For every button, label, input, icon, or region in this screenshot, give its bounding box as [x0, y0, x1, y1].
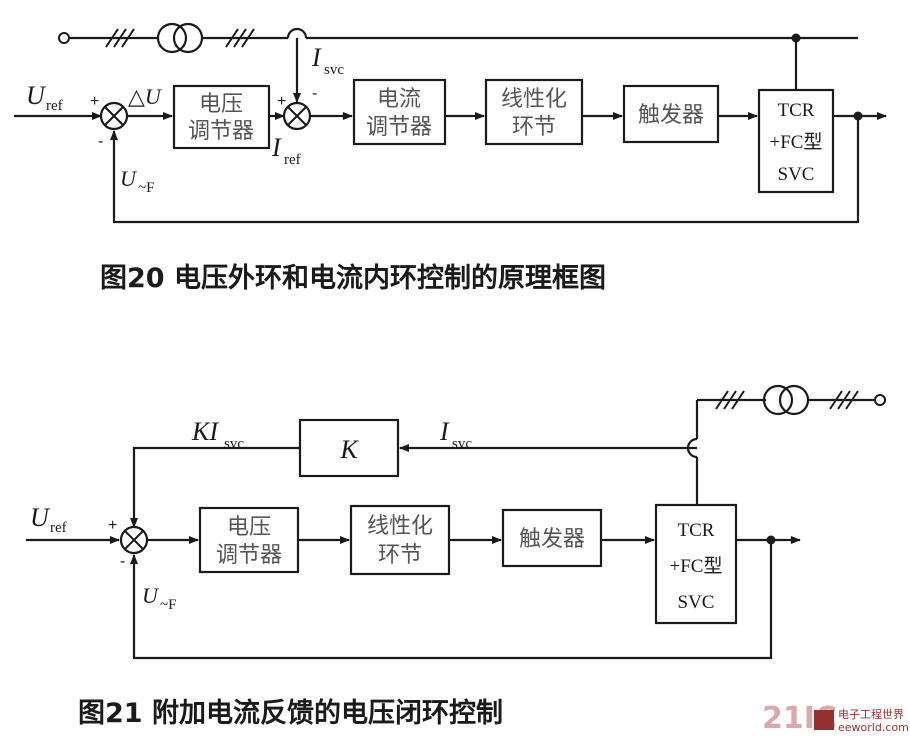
gain-k-label: K — [339, 435, 359, 464]
i-ref-symbol: I — [271, 133, 282, 162]
figure-20-caption: 图20 电压外环和电流内环控制的原理框图 — [100, 262, 606, 294]
svc-line2: +FC型 — [770, 131, 823, 153]
u-f-symbol: U — [142, 583, 160, 608]
i-ref-subscript: ref — [284, 152, 301, 168]
ki-svc-symbol: KI — [191, 417, 219, 446]
i-svc-symbol: I — [311, 43, 322, 72]
current-feedback-path — [130, 446, 300, 528]
power-bus-top — [58, 22, 858, 54]
current-regulator-block — [352, 78, 447, 146]
watermark-site-en: eeworld.com.cn — [838, 721, 910, 734]
i-svc-subscript: svc — [324, 62, 344, 78]
u-ref-symbol: U — [30, 503, 51, 532]
svc-line3: SVC — [678, 592, 715, 613]
sum-minus-sign: - — [120, 553, 125, 570]
ki-svc-subscript: svc — [224, 436, 244, 452]
trigger-block — [501, 508, 603, 568]
voltage-feedback-path — [110, 116, 860, 224]
figure-21-caption: 图21 附加电流反馈的电压闭环控制 — [78, 697, 503, 729]
trigger-label: 触发器 — [638, 103, 704, 128]
three-phase-mark-left — [715, 390, 745, 410]
voltage-regulator-line1: 电压 — [227, 515, 271, 540]
trigger-label: 触发器 — [519, 527, 585, 552]
sum2-plus-sign: + — [277, 93, 286, 110]
u-f-subscript: ~F — [138, 180, 154, 196]
voltage-regulator-line2: 调节器 — [216, 543, 282, 568]
u-f-subscript: ~F — [160, 597, 176, 613]
figure-21: K I svc KI svc U ref + - 电压 调节器 线性化 环节 触… — [26, 384, 886, 729]
figure-20: U ref + - △U 电压 调节器 + - I svc I ref — [14, 22, 887, 294]
svc-line2: +FC型 — [670, 555, 723, 577]
linearization-line1: 线性化 — [367, 514, 433, 539]
linearization-line1: 线性化 — [501, 87, 567, 112]
delta-u-label: △U — [128, 84, 163, 109]
trigger-block — [622, 84, 720, 144]
u-ref-subscript: ref — [50, 520, 67, 536]
voltage-regulator-line1: 电压 — [199, 92, 243, 117]
i-svc-symbol: I — [439, 417, 450, 446]
sum2-minus-sign: - — [312, 85, 317, 102]
transformer-icon — [762, 384, 810, 416]
svc-line1: TCR — [778, 100, 815, 121]
wire-crossing-hump — [286, 27, 308, 39]
svc-line1: TCR — [678, 520, 715, 541]
three-phase-mark-right — [225, 28, 255, 48]
linearization-block — [484, 78, 584, 146]
three-phase-mark-right — [829, 390, 859, 410]
i-svc-subscript: svc — [452, 436, 472, 452]
watermark-logo-icon — [814, 710, 834, 730]
three-phase-mark-left — [105, 28, 135, 48]
watermark-site-cn: 电子工程世界 — [838, 708, 904, 721]
linearization-line2: 环节 — [512, 115, 556, 140]
current-regulator-line1: 电流 — [377, 87, 421, 112]
svc-block — [654, 503, 738, 625]
voltage-feedback-path — [130, 540, 773, 660]
terminal-node — [874, 394, 886, 406]
summing-junction-2 — [282, 101, 312, 131]
voltage-regulator-block — [198, 506, 300, 574]
terminal-node — [58, 32, 70, 44]
sum1-minus-sign: - — [98, 133, 103, 150]
linearization-block — [349, 504, 451, 576]
linearization-line2: 环节 — [378, 543, 422, 568]
summing-junction-1 — [99, 101, 129, 131]
sum1-plus-sign: + — [90, 93, 99, 110]
current-regulator-line2: 调节器 — [366, 115, 432, 140]
u-ref-symbol: U — [26, 81, 47, 110]
eeworld-watermark: 21IC 电子工程世界 eeworld.com.cn — [762, 701, 910, 736]
transformer-icon — [156, 22, 204, 54]
sum-plus-sign: + — [108, 517, 117, 534]
u-ref-subscript: ref — [46, 98, 63, 114]
summing-junction — [119, 525, 149, 555]
svc-block — [757, 88, 835, 194]
svc-line3: SVC — [778, 164, 815, 185]
power-bus-right — [697, 384, 886, 416]
u-f-symbol: U — [120, 166, 138, 191]
voltage-regulator-line2: 调节器 — [188, 119, 254, 144]
